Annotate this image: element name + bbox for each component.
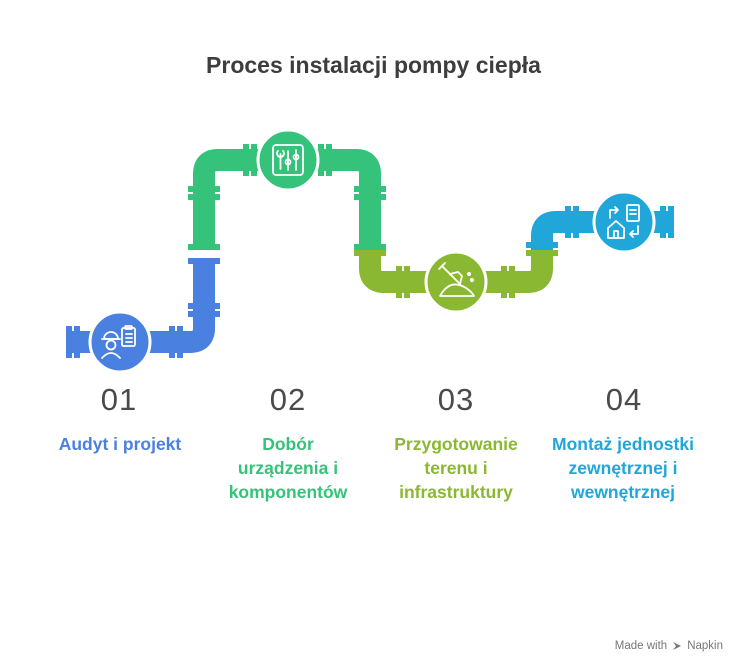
step-4-label: Montaż jednostki zewnętrznej i wewnętrzn… bbox=[552, 434, 694, 502]
engineer-clipboard-icon bbox=[88, 310, 152, 374]
step-3-label: Przygotowanie terenu i infrastruktury bbox=[394, 434, 518, 502]
tools-board-icon bbox=[256, 128, 320, 192]
step-4-number: 04 bbox=[605, 382, 643, 417]
shovel-soil-icon bbox=[424, 250, 488, 314]
step-2-number: 02 bbox=[269, 382, 307, 417]
napkin-watermark: Made with Napkin bbox=[615, 640, 723, 652]
pipe-segment-1 bbox=[66, 258, 220, 358]
brand-text: Napkin bbox=[687, 640, 723, 652]
step-3-number: 03 bbox=[437, 382, 475, 417]
step-1-number: 01 bbox=[100, 382, 138, 417]
pipe-segment-4 bbox=[526, 206, 674, 250]
diagram-title: Proces instalacji pompy ciepła bbox=[206, 52, 541, 78]
step-2-label: Dobór urządzenia i komponentów bbox=[228, 434, 348, 502]
house-transfer-icon bbox=[592, 190, 656, 254]
step-1-label: Audyt i projekt bbox=[58, 434, 182, 454]
napkin-logo-icon bbox=[673, 642, 682, 650]
made-with-text: Made with bbox=[614, 640, 668, 652]
